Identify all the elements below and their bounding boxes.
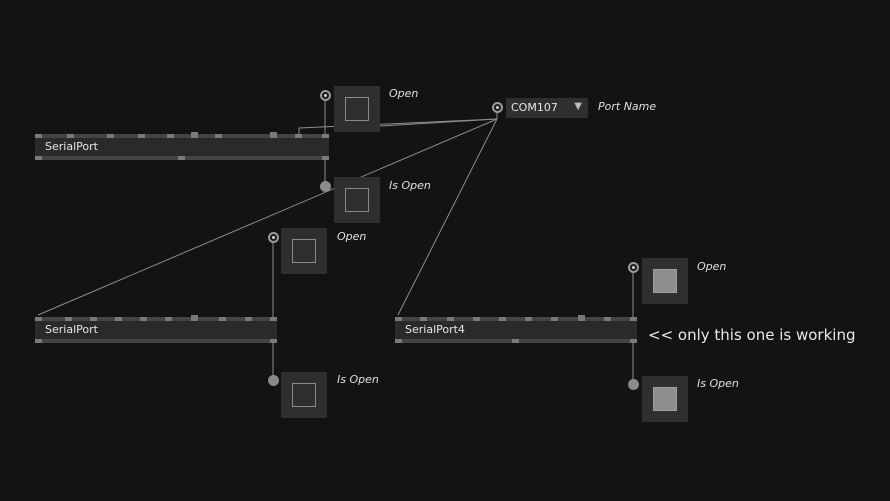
output-pin[interactable] xyxy=(512,339,519,343)
output-pin[interactable] xyxy=(35,339,42,343)
portname-input-connector[interactable] xyxy=(492,102,503,113)
isopen-output-connector-c[interactable] xyxy=(628,379,639,390)
input-pin[interactable] xyxy=(322,134,329,138)
input-pin[interactable] xyxy=(191,315,198,321)
toggle-box xyxy=(292,383,316,407)
open-toggle-a[interactable] xyxy=(334,86,380,132)
open-input-connector-c[interactable] xyxy=(628,262,639,273)
chevron-down-icon: ▼ xyxy=(574,101,582,112)
input-pin[interactable] xyxy=(578,315,585,321)
port-name-value: COM107 xyxy=(511,101,558,114)
input-pin[interactable] xyxy=(167,134,174,138)
open-label-b: Open xyxy=(337,230,367,243)
annotation-text: << only this one is working xyxy=(648,326,856,344)
isopen-toggle-b[interactable] xyxy=(281,372,327,418)
isopen-toggle-c[interactable] xyxy=(642,376,688,422)
output-pin[interactable] xyxy=(630,339,637,343)
input-pin[interactable] xyxy=(420,317,427,321)
input-pin[interactable] xyxy=(165,317,172,321)
input-pin[interactable] xyxy=(551,317,558,321)
input-pin[interactable] xyxy=(395,317,402,321)
input-pin[interactable] xyxy=(35,134,42,138)
toggle-box xyxy=(653,387,677,411)
input-pin[interactable] xyxy=(65,317,72,321)
isopen-label-b: Is Open xyxy=(337,373,379,386)
input-pin[interactable] xyxy=(140,317,147,321)
input-pin[interactable] xyxy=(191,132,198,138)
open-input-connector-a[interactable] xyxy=(320,90,331,101)
input-pin[interactable] xyxy=(138,134,145,138)
input-pin[interactable] xyxy=(604,317,611,321)
input-pin[interactable] xyxy=(35,317,42,321)
input-pin[interactable] xyxy=(67,134,74,138)
output-pin[interactable] xyxy=(322,156,329,160)
isopen-output-connector-a[interactable] xyxy=(320,181,331,192)
open-toggle-c[interactable] xyxy=(642,258,688,304)
input-pin[interactable] xyxy=(525,317,532,321)
output-pin[interactable] xyxy=(270,339,277,343)
input-pin[interactable] xyxy=(630,317,637,321)
input-pin[interactable] xyxy=(499,317,506,321)
wire-portname-c xyxy=(397,118,498,316)
input-pin[interactable] xyxy=(295,134,302,138)
input-pin[interactable] xyxy=(270,132,277,138)
input-pin[interactable] xyxy=(90,317,97,321)
wire-portname-a xyxy=(379,118,498,127)
serialport-node-b[interactable]: SerialPort xyxy=(35,315,277,343)
input-pin[interactable] xyxy=(107,134,114,138)
input-pin[interactable] xyxy=(215,134,222,138)
output-pin[interactable] xyxy=(178,156,185,160)
open-toggle-b[interactable] xyxy=(281,228,327,274)
toggle-box xyxy=(292,239,316,263)
output-pin[interactable] xyxy=(395,339,402,343)
node-title: SerialPort xyxy=(45,323,98,336)
input-pin[interactable] xyxy=(245,317,252,321)
node-title: SerialPort4 xyxy=(405,323,465,336)
open-label-c: Open xyxy=(697,260,727,273)
port-name-label: Port Name xyxy=(598,100,657,113)
input-pin[interactable] xyxy=(473,317,480,321)
toggle-box xyxy=(345,188,369,212)
port-name-dropdown[interactable]: COM107 ▼ xyxy=(506,98,588,118)
node-title: SerialPort xyxy=(45,140,98,153)
toggle-box xyxy=(653,269,677,293)
input-pin[interactable] xyxy=(270,317,277,321)
input-pin[interactable] xyxy=(219,317,226,321)
isopen-output-connector-b[interactable] xyxy=(268,375,279,386)
input-pin[interactable] xyxy=(447,317,454,321)
toggle-box xyxy=(345,97,369,121)
output-pin[interactable] xyxy=(35,156,42,160)
input-pin[interactable] xyxy=(115,317,122,321)
serialport-node-a[interactable]: SerialPort xyxy=(35,132,329,160)
isopen-toggle-a[interactable] xyxy=(334,177,380,223)
serialport-node-c[interactable]: SerialPort4 xyxy=(395,315,637,343)
open-label-a: Open xyxy=(389,87,419,100)
open-input-connector-b[interactable] xyxy=(268,232,279,243)
isopen-label-c: Is Open xyxy=(697,377,739,390)
isopen-label-a: Is Open xyxy=(389,179,431,192)
